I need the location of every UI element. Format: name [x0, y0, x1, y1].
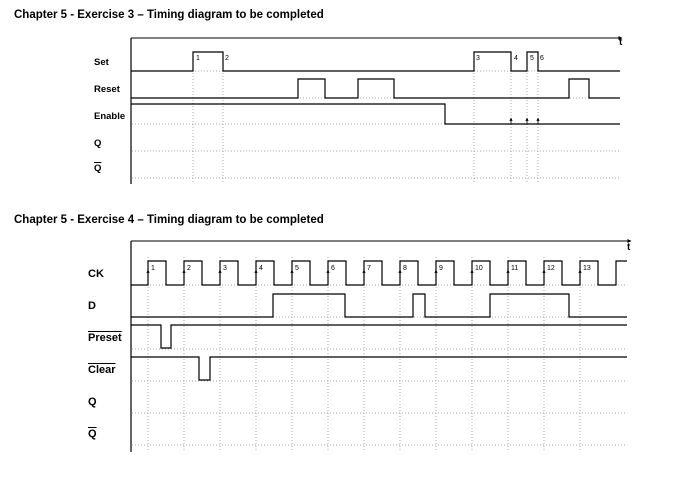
ex3-marker-6: 6 — [540, 55, 544, 62]
clock-number-9: 9 — [439, 265, 443, 272]
d-waveform — [131, 293, 627, 318]
exercise-4-diagram — [130, 239, 632, 452]
ex3-edge-arrows — [509, 117, 540, 124]
ex3-time-markers — [192, 52, 539, 184]
clock-number-5: 5 — [295, 265, 299, 272]
ex4-clock-guides — [147, 257, 581, 452]
exercise-4-title: Chapter 5 - Exercise 4 – Timing diagram … — [14, 214, 324, 226]
q-bar-label: Q — [94, 163, 102, 174]
clock-number-12: 12 — [547, 265, 555, 272]
exercise-3-title: Chapter 5 - Exercise 3 – Timing diagram … — [14, 9, 324, 21]
clock-number-2: 2 — [187, 265, 191, 272]
reset-label: Reset — [94, 84, 120, 95]
q-bar-label-ex4: Q — [88, 428, 97, 440]
q-label-ex4: Q — [88, 396, 97, 408]
ex4-horizontal-guides — [132, 284, 627, 446]
ex3-time-label: t — [619, 37, 623, 48]
clock-number-7: 7 — [367, 265, 371, 272]
clear-label: Clear — [88, 364, 116, 376]
enable-label: Enable — [94, 111, 126, 122]
ex4-time-label: t — [627, 242, 631, 253]
ck-label: CK — [88, 268, 104, 280]
set-label: Set — [94, 57, 109, 68]
exercise-3-diagram — [130, 36, 623, 184]
ex3-marker-5: 5 — [530, 55, 534, 62]
ex3-marker-2: 2 — [225, 55, 229, 62]
clock-number-6: 6 — [331, 265, 335, 272]
clock-number-13: 13 — [583, 265, 591, 272]
clock-number-3: 3 — [223, 265, 227, 272]
enable-waveform — [131, 103, 620, 125]
clear-waveform — [131, 356, 627, 381]
clock-number-11: 11 — [511, 265, 518, 272]
ex3-marker-4: 4 — [514, 55, 518, 62]
ex3-marker-numbers: 1 2 3 4 5 6 — [196, 55, 544, 62]
preset-label: Preset — [88, 332, 122, 344]
ex3-marker-3: 3 — [476, 55, 480, 62]
q-label: Q — [94, 138, 102, 149]
ck-edge-arrows — [146, 269, 582, 279]
clock-number-1: 1 — [151, 265, 155, 272]
preset-waveform — [131, 324, 627, 349]
clock-number-4: 4 — [259, 265, 263, 272]
clock-number-10: 10 — [475, 265, 483, 272]
d-label: D — [88, 300, 96, 312]
ex3-marker-1: 1 — [196, 55, 200, 62]
clock-number-8: 8 — [403, 265, 407, 272]
ck-waveform — [131, 260, 627, 286]
set-waveform — [131, 51, 620, 72]
reset-waveform — [131, 78, 620, 99]
